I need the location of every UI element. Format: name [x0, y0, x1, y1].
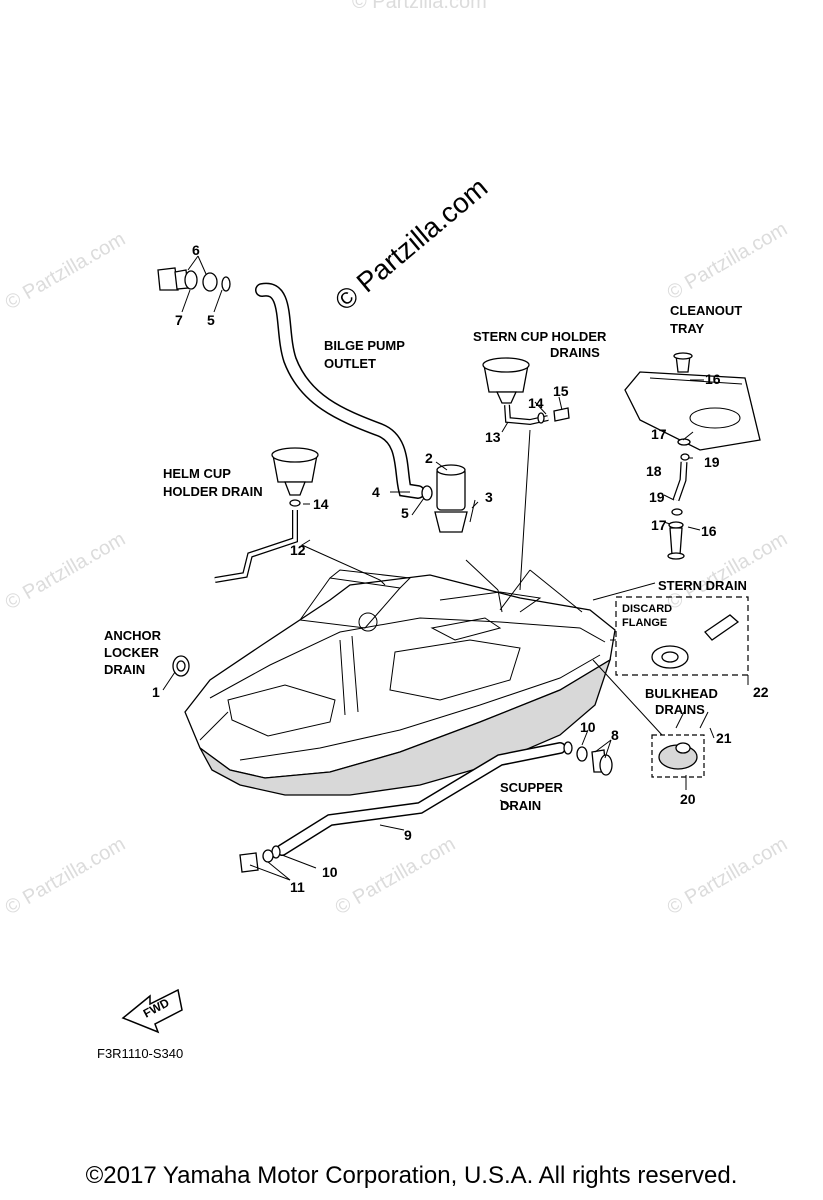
scupper-drain	[239, 741, 613, 873]
part-number-5b: 5	[401, 505, 409, 521]
watermark: © Partzilla.com	[2, 833, 130, 919]
label-cleanout-tray-line1: CLEANOUT	[670, 303, 742, 318]
part-number-19b: 19	[649, 489, 665, 505]
watermark-main: © Partzilla.com	[329, 172, 493, 317]
part-number-19a: 19	[704, 454, 720, 470]
copyright-notice: ©2017 Yamaha Motor Corporation, U.S.A. A…	[85, 1162, 738, 1189]
label-cleanout-tray-line2: TRAY	[670, 321, 705, 336]
label-anchor-locker-line2: LOCKER	[104, 645, 160, 660]
label-discard-flange-line1: DISCARD	[622, 603, 672, 615]
part-number-22: 22	[753, 684, 769, 700]
cleanout-tray	[624, 352, 761, 560]
part-number-18: 18	[646, 463, 662, 479]
watermark: © Partzilla.com	[2, 228, 130, 314]
part-number-17b: 17	[651, 517, 667, 533]
watermark: © Partzilla.com	[2, 528, 130, 614]
part-number-10b: 10	[322, 864, 338, 880]
label-scupper-drain-line2: DRAIN	[500, 798, 541, 813]
part-number-2: 2	[425, 450, 433, 466]
bilge-pump	[434, 464, 476, 533]
part-number-14b: 14	[528, 395, 544, 411]
part-number-10a: 10	[580, 719, 596, 735]
label-anchor-locker-line1: ANCHOR	[104, 628, 162, 643]
bilge-pump-outlet-hose	[157, 267, 433, 501]
part-number-6: 6	[192, 242, 200, 258]
anchor-locker-drain	[172, 655, 190, 677]
watermark: © Partzilla.com	[352, 0, 487, 13]
label-stern-cup-holder-drains-line2: DRAINS	[550, 345, 600, 360]
stern-drain	[615, 596, 749, 676]
watermark: © Partzilla.com	[664, 528, 792, 614]
part-number-4: 4	[372, 484, 380, 500]
part-number-1: 1	[152, 684, 160, 700]
diagram-code: F3R1110-S340	[97, 1046, 183, 1061]
label-helm-cup-holder-line2: HOLDER DRAIN	[163, 484, 263, 499]
watermark: © Partzilla.com	[664, 218, 792, 304]
part-number-7: 7	[175, 312, 183, 328]
part-number-14a: 14	[313, 496, 329, 512]
boat-hull	[184, 569, 616, 796]
part-number-16b: 16	[701, 523, 717, 539]
part-number-3: 3	[485, 489, 493, 505]
fwd-arrow-icon: FWD	[121, 988, 183, 1034]
label-bilge-pump-outlet-line1: BILGE PUMP	[324, 338, 405, 353]
part-number-21: 21	[716, 730, 732, 746]
part-number-5a: 5	[207, 312, 215, 328]
label-scupper-drain-line1: SCUPPER	[500, 780, 563, 795]
helm-cup-holder	[214, 447, 319, 583]
label-bulkhead-drains-line2: DRAINS	[655, 702, 705, 717]
bulkhead-drain	[651, 711, 709, 778]
label-bulkhead-drains-line1: BULKHEAD	[645, 686, 718, 701]
label-anchor-locker-line3: DRAIN	[104, 662, 145, 677]
watermark: © Partzilla.com	[664, 833, 792, 919]
label-helm-cup-holder-line1: HELM CUP	[163, 466, 231, 481]
part-number-15: 15	[553, 383, 569, 399]
leader-lines	[162, 255, 749, 881]
part-number-13: 13	[485, 429, 501, 445]
stern-cup-holder	[482, 357, 570, 426]
part-number-20: 20	[680, 791, 696, 807]
label-bilge-pump-outlet-line2: OUTLET	[324, 356, 376, 371]
part-numbers: 1 2 3 4 5 5 6 7 8 9 10 10 11 12 13 14 14…	[152, 242, 769, 895]
part-number-8: 8	[611, 727, 619, 743]
label-stern-drain: STERN DRAIN	[658, 578, 747, 593]
watermark: © Partzilla.com	[332, 833, 460, 919]
part-number-17a: 17	[651, 426, 667, 442]
callout-labels: BILGE PUMP OUTLET STERN CUP HOLDER DRAIN…	[104, 303, 747, 813]
part-number-9: 9	[404, 827, 412, 843]
label-discard-flange-line2: FLANGE	[622, 617, 667, 629]
part-number-12: 12	[290, 542, 306, 558]
label-stern-cup-holder-drains-line1: STERN CUP HOLDER	[473, 329, 607, 344]
part-number-11: 11	[290, 879, 305, 895]
part-number-16a: 16	[705, 371, 721, 387]
